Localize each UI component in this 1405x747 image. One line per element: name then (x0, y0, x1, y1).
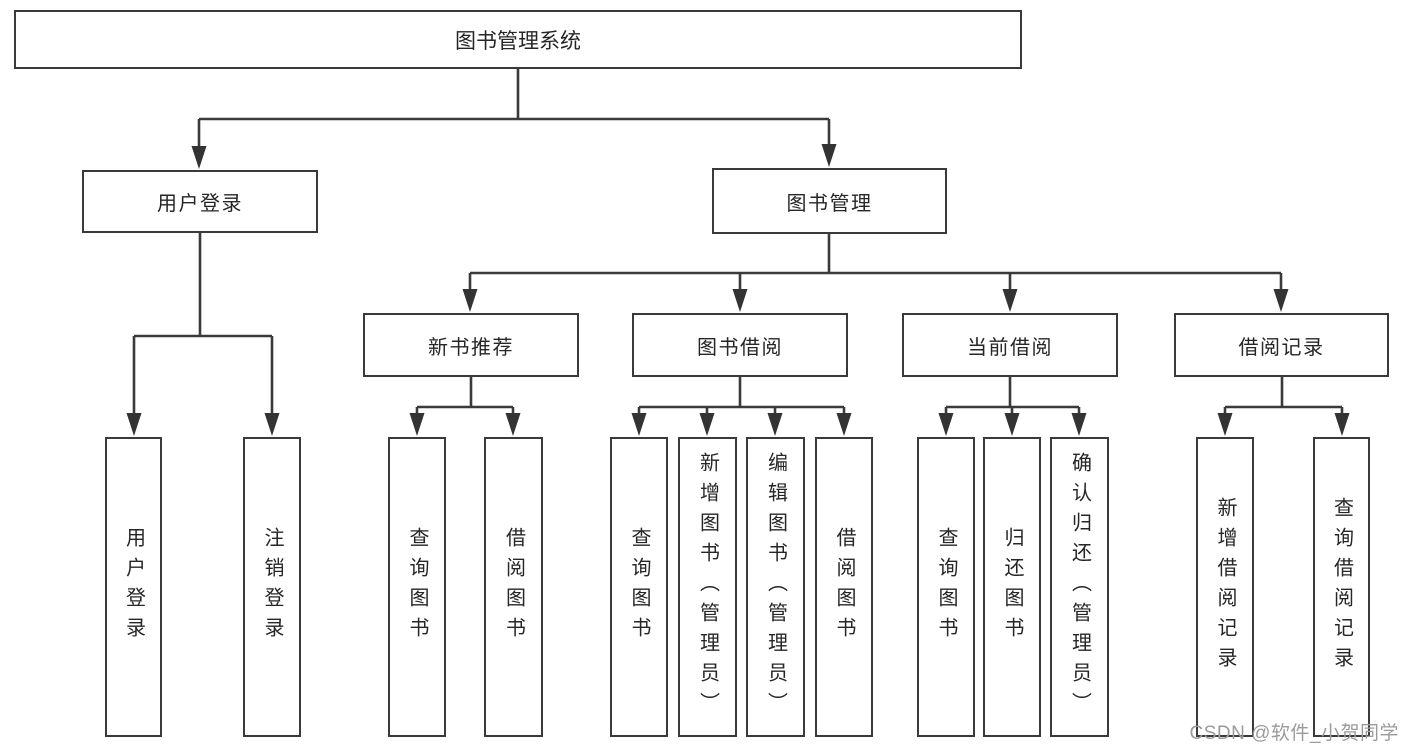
leaf-confirm-return-admin-label: 确认归还（管理员） (1068, 452, 1091, 722)
leaf-borrow-book-1: 借阅图书 (484, 437, 543, 737)
node-user-login: 用户登录 (82, 170, 318, 233)
node-borrow-records: 借阅记录 (1174, 313, 1389, 377)
leaf-borrow-book-1-label: 借阅图书 (502, 527, 525, 647)
leaf-query-borrow-record: 查询借阅记录 (1313, 437, 1370, 737)
leaf-return-book: 归还图书 (983, 437, 1041, 737)
leaf-confirm-return-admin: 确认归还（管理员） (1050, 437, 1109, 737)
leaf-query-book-3: 查询图书 (917, 437, 975, 737)
leaf-user-login: 用户登录 (105, 437, 162, 737)
leaf-query-borrow-record-label: 查询借阅记录 (1330, 497, 1353, 677)
leaf-borrow-book-2: 借阅图书 (815, 437, 873, 737)
leaf-edit-book-admin-label: 编辑图书（管理员） (764, 452, 787, 722)
leaf-add-borrow-record: 新增借阅记录 (1196, 437, 1254, 737)
leaf-borrow-book-2-label: 借阅图书 (833, 527, 855, 647)
leaf-logout-label: 注销登录 (261, 527, 283, 647)
node-new-book-recommend: 新书推荐 (363, 313, 579, 377)
node-book-management: 图书管理 (712, 168, 947, 234)
node-library-system: 图书管理系统 (14, 10, 1022, 69)
leaf-logout: 注销登录 (243, 437, 301, 737)
leaf-query-book-3-label: 查询图书 (935, 527, 957, 647)
leaf-edit-book-admin: 编辑图书（管理员） (746, 437, 805, 737)
leaf-add-book-admin-label: 新增图书（管理员） (696, 452, 719, 722)
leaf-query-book-2-label: 查询图书 (628, 527, 650, 647)
leaf-user-login-label: 用户登录 (122, 527, 145, 647)
leaf-return-book-label: 归还图书 (1001, 527, 1023, 647)
node-current-borrow: 当前借阅 (902, 313, 1118, 377)
csdn-watermark: CSDN @软件_小贺同学 (1189, 723, 1399, 744)
leaf-add-book-admin: 新增图书（管理员） (678, 437, 737, 737)
leaf-query-book-1: 查询图书 (388, 437, 446, 737)
leaf-query-book-1-label: 查询图书 (406, 527, 428, 647)
leaf-query-book-2: 查询图书 (610, 437, 668, 737)
node-book-borrow: 图书借阅 (632, 313, 848, 377)
leaf-add-borrow-record-label: 新增借阅记录 (1214, 497, 1236, 677)
